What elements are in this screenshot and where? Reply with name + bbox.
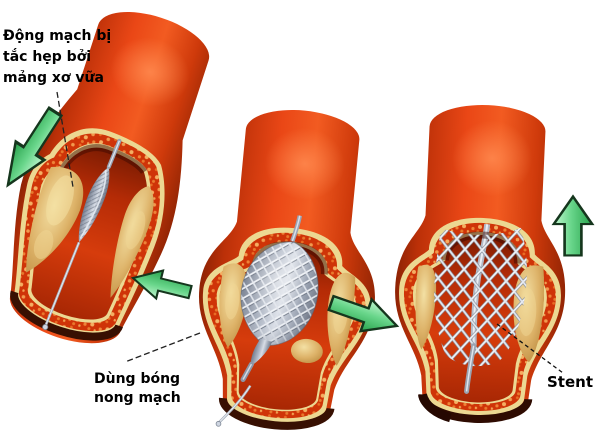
artery-balloon-illustration <box>198 110 375 430</box>
plaque-highlight <box>125 211 146 250</box>
stent-mesh <box>434 227 527 367</box>
guidewire-highlight <box>218 385 251 424</box>
deflated-balloon-texture <box>78 166 110 243</box>
label-balloon-angioplasty: Dùng bóng nong mạch <box>94 371 181 406</box>
catheter-shaft-highlight <box>291 215 301 242</box>
plaque-lower <box>290 338 323 364</box>
arrow-up-icon <box>552 195 594 257</box>
catheter-tube-highlight <box>242 363 253 380</box>
cut-end-ring <box>10 290 123 341</box>
guidewire-tip <box>42 324 49 331</box>
artery-blocked-illustration <box>9 12 210 344</box>
plaque-highlight <box>225 283 240 320</box>
balloon-catheter <box>240 241 319 382</box>
guidewire-tip <box>215 421 222 427</box>
cut-end-ring <box>218 397 335 430</box>
artery-highlight <box>110 37 190 107</box>
label-blocked-artery: Động mạch bị tắc hẹp bởi mảng xơ vữa <box>3 28 112 86</box>
rim-shadow <box>59 144 147 175</box>
catheter-tube-highlight <box>465 345 475 392</box>
catheter-shaft-highlight <box>108 140 120 168</box>
artery-highlight <box>452 120 533 197</box>
leader-line-blocked-artery <box>56 91 74 188</box>
plaque-highlight <box>33 229 54 260</box>
balloon-highlight <box>79 169 107 239</box>
artery-highlight <box>264 127 345 200</box>
cut-end-ring-shadow <box>417 393 452 423</box>
leader-line-balloon <box>124 332 201 363</box>
plaque-left <box>415 264 437 350</box>
artery-stent-illustration <box>395 105 566 423</box>
label-stent: Stent <box>547 373 593 391</box>
balloon-taper <box>250 338 273 367</box>
guidewire-highlight <box>45 242 80 326</box>
plaque-highlight <box>46 175 75 226</box>
